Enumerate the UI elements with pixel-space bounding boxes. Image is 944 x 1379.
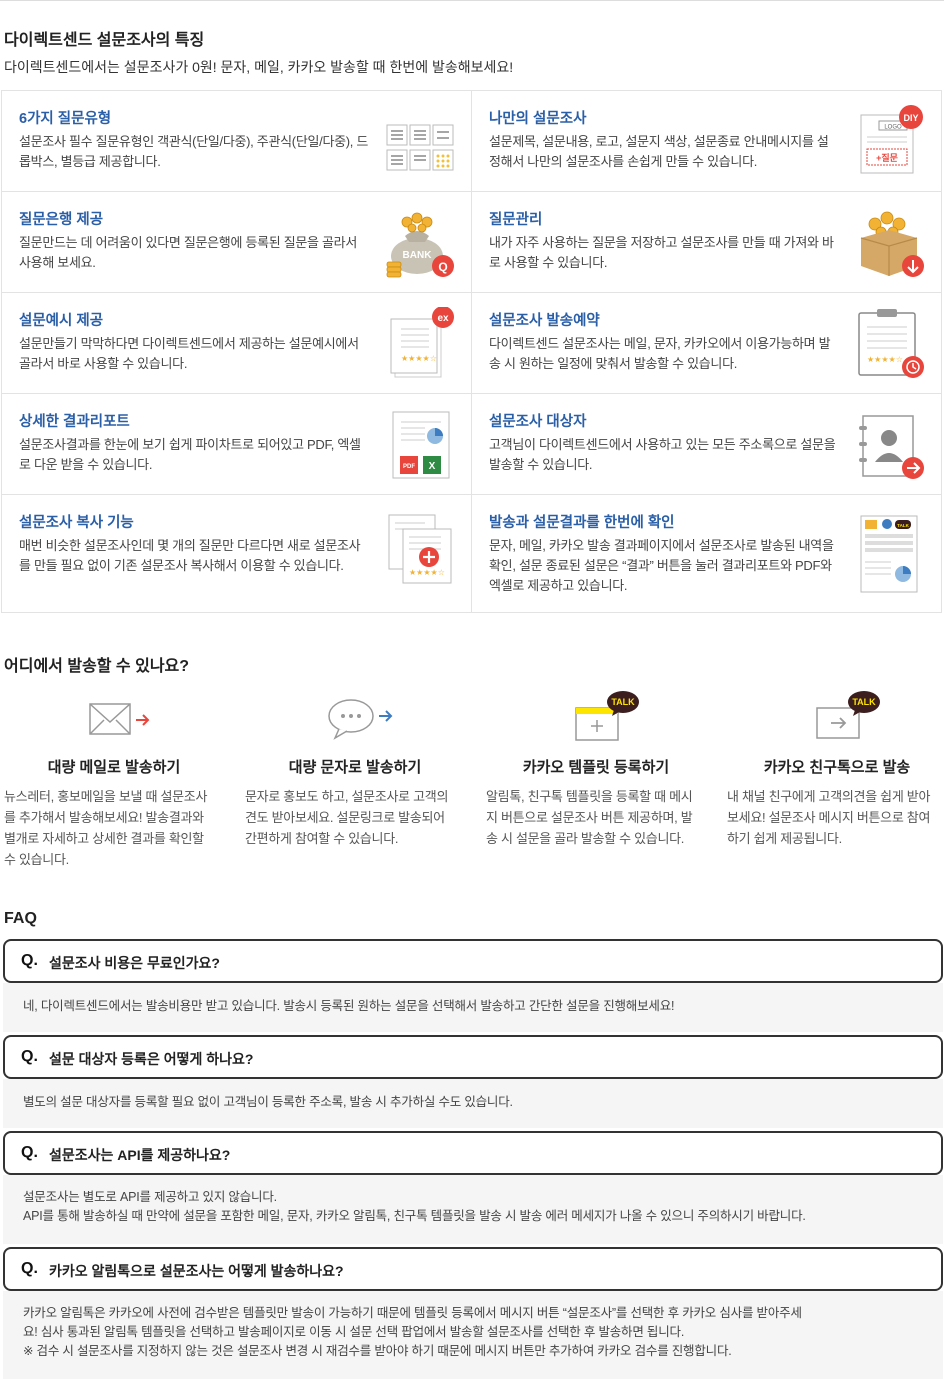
feature-desc: 설문제목, 설문내용, 로고, 설문지 색상, 설문종료 안내메시지를 설정해서… [489, 134, 829, 169]
feature-title: 발송과 설문결과를 한번에 확인 [489, 515, 675, 531]
add-question-label: +질문 [876, 152, 898, 163]
logo-label: LOGO [884, 125, 902, 131]
feature-desc: 설문조사 필수 질문유형인 객관식(단일/다중), 주관식(단일/다중), 드롭… [19, 134, 369, 169]
feature-title: 설문조사 복사 기능 [19, 515, 134, 531]
feature-question-bank: 질문은행 제공 질문만드는 데 어려움이 있다면 질문은행에 등록된 질문을 골… [2, 192, 472, 293]
feature-desc: 내가 자주 사용하는 질문을 저장하고 설문조사를 만들 때 가져와 바로 사용… [489, 235, 834, 270]
channel-title: 대량 문자로 발송하기 [288, 759, 422, 776]
pdf-label: PDF [403, 464, 415, 470]
feature-desc: 문자, 메일, 카카오 발송 결과페이지에서 설문조사로 발송된 내역을 확인,… [489, 538, 834, 593]
features-grid: 6가지 질문유형 설문조사 필수 질문유형인 객관식(단일/다중), 주관식(단… [1, 90, 942, 613]
faq-answer-line: API를 통해 발송하실 때 만약에 설문을 포함한 메일, 문자, 카카오 알… [23, 1209, 806, 1223]
talk-badge: TALK [611, 697, 635, 707]
feature-title: 질문관리 [489, 212, 543, 228]
mail-send-icon [89, 703, 150, 735]
question-bank-icon: BANK Q [386, 212, 454, 278]
feature-title: 설문조사 대상자 [489, 414, 587, 430]
svg-text:★★★★☆: ★★★★☆ [409, 568, 445, 577]
faq-q-marker: Q. [21, 1048, 38, 1065]
faq-answer-4: 카카오 알림톡은 카카오에 사전에 검수받은 템플릿만 발송이 가능하기 때문에… [3, 1291, 943, 1379]
faq-question-text: 카카오 알림톡으로 설문조사는 어떻게 발송하나요? [49, 1263, 344, 1279]
feature-survey-examples: 설문예시 제공 설문만들기 막막하다면 다이렉트센드에서 제공하는 설문예시에서… [2, 293, 472, 394]
kakao-template-icon: TALK [575, 691, 639, 741]
faq-question-1[interactable]: Q. 설문조사 비용은 무료인가요? [3, 939, 943, 983]
faq-question-text: 설문조사 비용은 무료인가요? [49, 955, 220, 971]
faq-question-2[interactable]: Q. 설문 대상자 등록은 어떻게 하나요? [3, 1035, 943, 1079]
channel-title: 대량 메일로 발송하기 [47, 759, 181, 776]
faq-title: FAQ [4, 910, 37, 927]
channel-desc: 문자로 홍보도 하고, 설문조사로 고객의견도 받아보세요. 설문링크로 발송되… [245, 789, 449, 846]
address-book-icon [859, 415, 924, 479]
diy-badge: DIY [903, 113, 918, 123]
feature-desc: 설문조사결과를 한눈에 보기 쉽게 파이차트로 되어있고 PDF, 엑셀로 다운… [19, 437, 361, 472]
feature-scheduled-send: 설문조사 발송예약 다이렉트센드 설문조사는 메일, 문자, 카카오에서 이용가… [472, 293, 941, 394]
feature-desc: 고객님이 다이렉트센드에서 사용하고 있는 모든 주소록으로 설문을 발송할 수… [489, 437, 836, 472]
feature-title: 상세한 결과리포트 [19, 414, 130, 430]
channels-title: 어디에서 발송할 수 있나요? [4, 658, 190, 675]
faq-question-4[interactable]: Q. 카카오 알림톡으로 설문조사는 어떻게 발송하나요? [3, 1247, 943, 1291]
top-divider [0, 0, 944, 1]
feature-desc: 설문만들기 막막하다면 다이렉트센드에서 제공하는 설문예시에서 골라서 바로 … [19, 336, 359, 371]
channel-desc: 알림톡, 친구톡 템플릿을 등록할 때 메시지 버튼으로 설문조사 버튼 제공하… [486, 789, 693, 846]
faq-q-marker: Q. [21, 1144, 38, 1161]
diy-survey-icon: LOGO +질문 DIY [860, 105, 923, 174]
feature-title: 설문예시 제공 [19, 313, 104, 329]
q-badge: Q [438, 260, 447, 274]
feature-desc: 매번 비슷한 설문조사인데 몇 개의 질문만 다르다면 새로 설문조사를 만들 … [19, 538, 361, 573]
faq-q-marker: Q. [21, 1260, 38, 1277]
feature-title: 설문조사 발송예약 [489, 313, 600, 329]
feature-desc: 다이렉트센드 설문조사는 메일, 문자, 카카오에서 이용가능하며 발송 시 원… [489, 336, 831, 371]
feature-diy-survey: 나만의 설문조사 설문제목, 설문내용, 로고, 설문지 색상, 설문종료 안내… [472, 91, 941, 192]
feature-combined-result: 발송과 설문결과를 한번에 확인 문자, 메일, 카카오 발송 결과페이지에서 … [472, 495, 941, 613]
faq-answer-line: 별도의 설문 대상자를 등록할 필요 없이 고객님이 등록한 주소록, 발송 시… [23, 1095, 513, 1109]
feature-question-types: 6가지 질문유형 설문조사 필수 질문유형인 객관식(단일/다중), 주관식(단… [2, 91, 472, 192]
channel-desc: 내 채널 친구에게 고객의견을 쉽게 받아 보세요! 설문조사 메시지 버튼으로… [727, 789, 931, 846]
combined-result-icon: TALK [860, 515, 918, 593]
survey-example-icon: ★★★★☆ ex [390, 307, 454, 378]
report-icon: PDF X [392, 411, 450, 479]
sms-send-icon [328, 699, 393, 740]
ex-badge: ex [437, 313, 449, 324]
svg-text:X: X [429, 461, 436, 472]
faq-q-marker: Q. [21, 952, 38, 969]
faq-answer-2: 별도의 설문 대상자를 등록할 필요 없이 고객님이 등록한 주소록, 발송 시… [3, 1079, 943, 1128]
feature-copy-survey: 설문조사 복사 기능 매번 비슷한 설문조사인데 몇 개의 질문만 다르다면 새… [2, 495, 472, 613]
faq-question-text: 설문 대상자 등록은 어떻게 하나요? [49, 1051, 254, 1067]
feature-survey-recipients: 설문조사 대상자 고객님이 다이렉트센드에서 사용하고 있는 모든 주소록으로 … [472, 394, 941, 495]
feature-desc: 질문만드는 데 어려움이 있다면 질문은행에 등록된 질문을 골라서 사용해 보… [19, 235, 358, 270]
channel-title: 카카오 템플릿 등록하기 [522, 759, 670, 776]
copy-survey-icon: ★★★★☆ [388, 514, 452, 584]
channel-desc: 뉴스레터, 홍보메일을 보낼 때 설문조사를 추가해서 발송해보세요! 발송결과… [4, 789, 208, 867]
talk-badge: TALK [852, 697, 876, 707]
faq-answer-line: 카카오 알림톡은 카카오에 사전에 검수받은 템플릿만 발송이 가능하기 때문에… [23, 1306, 802, 1320]
feature-question-management: 질문관리 내가 자주 사용하는 질문을 저장하고 설문조사를 만들 때 가져와 … [472, 192, 941, 293]
schedule-icon: ★★★★☆ [858, 309, 924, 378]
svg-text:★★★★☆: ★★★★☆ [401, 354, 437, 363]
question-box-icon [860, 211, 924, 277]
faq-answer-line: ※ 검수 시 설문조사를 지정하지 않는 것은 설문조사 변경 시 재검수를 받… [23, 1344, 732, 1358]
features-subtitle: 다이렉트센드에서는 설문조사가 0원! 문자, 메일, 카카오 발송할 때 한번… [4, 59, 514, 75]
features-title: 다이렉트센드 설문조사의 특징 [4, 32, 205, 49]
faq-question-3[interactable]: Q. 설문조사는 API를 제공하나요? [3, 1131, 943, 1175]
faq-question-text: 설문조사는 API를 제공하나요? [49, 1147, 231, 1163]
faq-answer-1: 네, 다이렉트센드에서는 발송비용만 받고 있습니다. 발송시 등록된 원하는 … [3, 983, 943, 1032]
channel-title: 카카오 친구톡으로 발송 [763, 759, 911, 776]
faq-answer-line: 설문조사는 별도로 API를 제공하고 있지 않습니다. [23, 1190, 277, 1204]
feature-title: 질문은행 제공 [19, 212, 104, 228]
question-types-icon [386, 124, 454, 171]
faq-answer-line: 네, 다이렉트센드에서는 발송비용만 받고 있습니다. 발송시 등록된 원하는 … [23, 999, 675, 1013]
bank-label: BANK [403, 250, 433, 261]
kakao-friendtalk-icon: TALK [816, 691, 880, 739]
svg-text:★★★★☆: ★★★★☆ [867, 355, 903, 364]
faq-answer-line: 요! 심사 통과된 알림톡 템플릿을 선택하고 발송페이지로 이동 시 설문 선… [23, 1325, 685, 1339]
talk-label: TALK [897, 523, 909, 528]
faq-answer-3: 설문조사는 별도로 API를 제공하고 있지 않습니다. API를 통해 발송하… [3, 1175, 943, 1244]
feature-detailed-report: 상세한 결과리포트 설문조사결과를 한눈에 보기 쉽게 파이차트로 되어있고 P… [2, 394, 472, 495]
feature-title: 6가지 질문유형 [19, 111, 112, 127]
feature-title: 나만의 설문조사 [489, 111, 587, 127]
